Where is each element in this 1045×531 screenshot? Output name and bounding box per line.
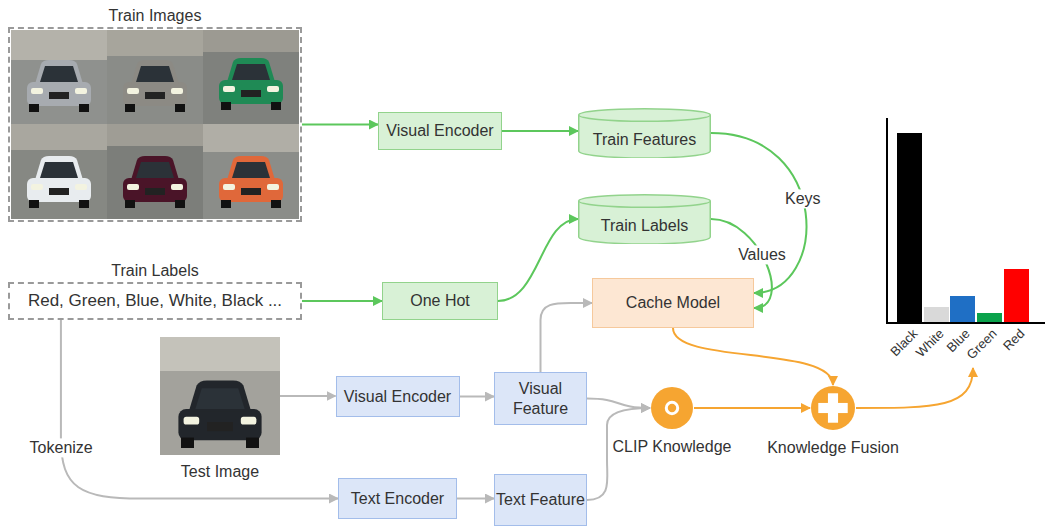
box-label: Train Labels [601,216,688,235]
test-image-node: Test Image [160,337,280,455]
box-label: Text Encoder [351,489,444,508]
operator-disc [651,387,693,429]
process-box: One Hot [382,282,498,320]
dot-symbol [666,402,677,413]
connector-arrow [498,219,578,301]
circle-outline [650,386,694,430]
connector-arrow [280,395,336,397]
connector-arrow [711,133,806,293]
box-label: Cache Model [626,293,720,312]
box-label: Text Feature [496,490,585,509]
connector-arrow [460,396,495,398]
connector-arrow [694,407,810,409]
plus-symbol [828,393,838,422]
connector-arrow [541,303,593,372]
feature-box: Visual Feature [494,372,587,425]
label-list: Red, Green, Blue, White, Black ... [28,291,282,311]
connector-arrow [302,300,382,302]
box-label: Visual Encoder [344,387,451,406]
test-image [160,337,280,455]
operator-disc [811,386,855,430]
box-label: Visual Feature [495,379,586,417]
encoder-box: Visual Encoder [336,376,460,417]
encoder-box: Text Encoder [338,478,457,519]
connector-arrow [673,328,833,385]
image-grid-frame: Train Images [8,27,302,222]
circle-outline [810,385,856,431]
operator-circle: CLIP Knowledge [650,386,694,430]
box-label: Visual Encoder [386,121,493,140]
connector-arrow [587,399,650,409]
database-cylinder: Train Features [578,108,711,158]
caption-label: Knowledge Fusion [767,438,899,457]
database-cylinder: Train Labels [578,194,711,244]
operator-circle: Knowledge Fusion [810,385,856,431]
axis-category-label: Black [887,326,921,360]
axis-category-label: White [913,326,948,361]
label-list-box: Train LabelsRed, Green, Blue, White, Bla… [8,282,302,320]
edge-label: Tokenize [27,438,96,457]
bar-chart-node: BlackWhiteBlueGreenRed [885,118,1045,368]
connector-arrow [61,320,338,499]
caption-label: CLIP Knowledge [613,437,732,456]
edge-label: Keys [782,189,824,208]
feature-box: Text Feature [494,474,587,526]
axis-category-label: Red [1000,326,1028,354]
cylinder-top [579,109,711,122]
frame-heading: Train Labels [10,261,300,280]
caption-label: Test Image [181,462,259,481]
connector-arrow [302,124,378,126]
cylinder-top [579,195,711,208]
bar-chart [886,118,1045,324]
train-image-grid [11,30,299,219]
edge-label: Values [735,245,789,264]
connector-arrow [502,130,578,132]
encoder-box: Visual Encoder [378,112,502,150]
box-label: One Hot [410,291,470,310]
axis-category-label: Green [964,326,1001,363]
box-label: Train Features [593,130,696,149]
connector-arrow [856,368,973,408]
connector-arrow [457,498,494,500]
cache-model-box: Cache Model [592,278,754,328]
frame-heading: Train Images [10,6,300,25]
